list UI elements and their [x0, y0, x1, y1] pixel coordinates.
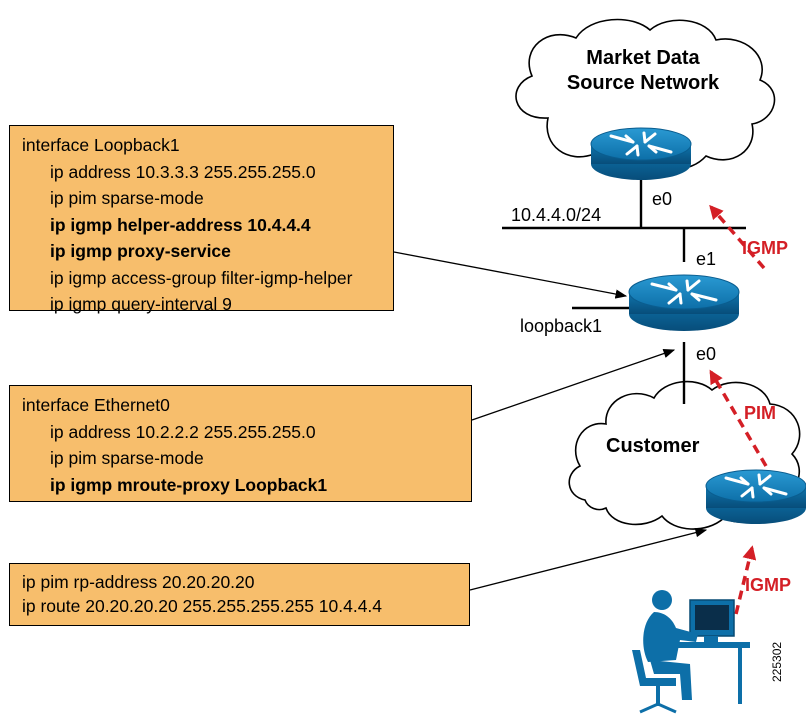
interface-label-e1: e1 — [696, 249, 717, 269]
igmp-arrow-lower — [734, 545, 757, 615]
config-line: ip route 20.20.20.20 255.255.255.255 10.… — [22, 596, 383, 616]
user-workstation-icon — [632, 590, 750, 714]
igmp-label: IGMP — [745, 575, 792, 595]
igmp-label: IGMP — [742, 238, 789, 258]
config-line: ip igmp access-group filter-igmp-helper — [50, 267, 353, 288]
config-line: ip address 10.2.2.2 255.255.255.0 — [50, 421, 316, 442]
interface-label-e0: e0 — [696, 344, 717, 364]
router-icon — [628, 274, 740, 331]
config-line: ip pim sparse-mode — [50, 188, 204, 208]
config-line: ip igmp mroute-proxy Loopback1 — [50, 474, 328, 495]
customer-cloud-label: Customer — [606, 435, 700, 457]
ethernet-config-box: interface Ethernet0 ip address 10.2.2.2 … — [9, 385, 472, 502]
rp-config-box: ip pim rp-address 20.20.20.20 ip route 2… — [9, 563, 470, 626]
config-line: ip pim sparse-mode — [50, 448, 204, 468]
config-line: ip igmp query-interval 9 — [50, 294, 232, 314]
igmp-arrow-upper — [709, 204, 766, 270]
subnet-label: 10.4.4.0/24 — [511, 205, 602, 225]
router-icon — [590, 127, 692, 180]
callout-arrow-rp — [469, 528, 708, 591]
callout-arrow-loopback — [393, 251, 628, 299]
interface-label-e0: e0 — [652, 189, 673, 209]
callout-arrow-ethernet — [471, 349, 676, 421]
market-data-cloud-label: Market Data Source Network — [528, 46, 758, 96]
config-line: ip igmp proxy-service — [50, 241, 231, 261]
router-icon — [705, 469, 806, 524]
config-line: ip address 10.3.3.3 255.255.255.0 — [50, 161, 316, 182]
config-line: ip igmp helper-address 10.4.4.4 — [50, 214, 311, 235]
cloud-label-line: Source Network — [566, 72, 720, 94]
loopback-config-box: interface Loopback1 ip address 10.3.3.3 … — [9, 125, 394, 314]
config-line: ip pim rp-address 20.20.20.20 — [22, 572, 255, 592]
config-line: interface Loopback1 — [22, 135, 180, 155]
pim-label: PIM — [744, 403, 777, 423]
loopback-label: loopback1 — [520, 316, 603, 336]
config-line: interface Ethernet0 — [22, 395, 170, 415]
pim-arrow — [709, 369, 768, 467]
figure-id: 225302 — [770, 641, 784, 682]
cloud-label-line: Market Data — [586, 47, 700, 69]
